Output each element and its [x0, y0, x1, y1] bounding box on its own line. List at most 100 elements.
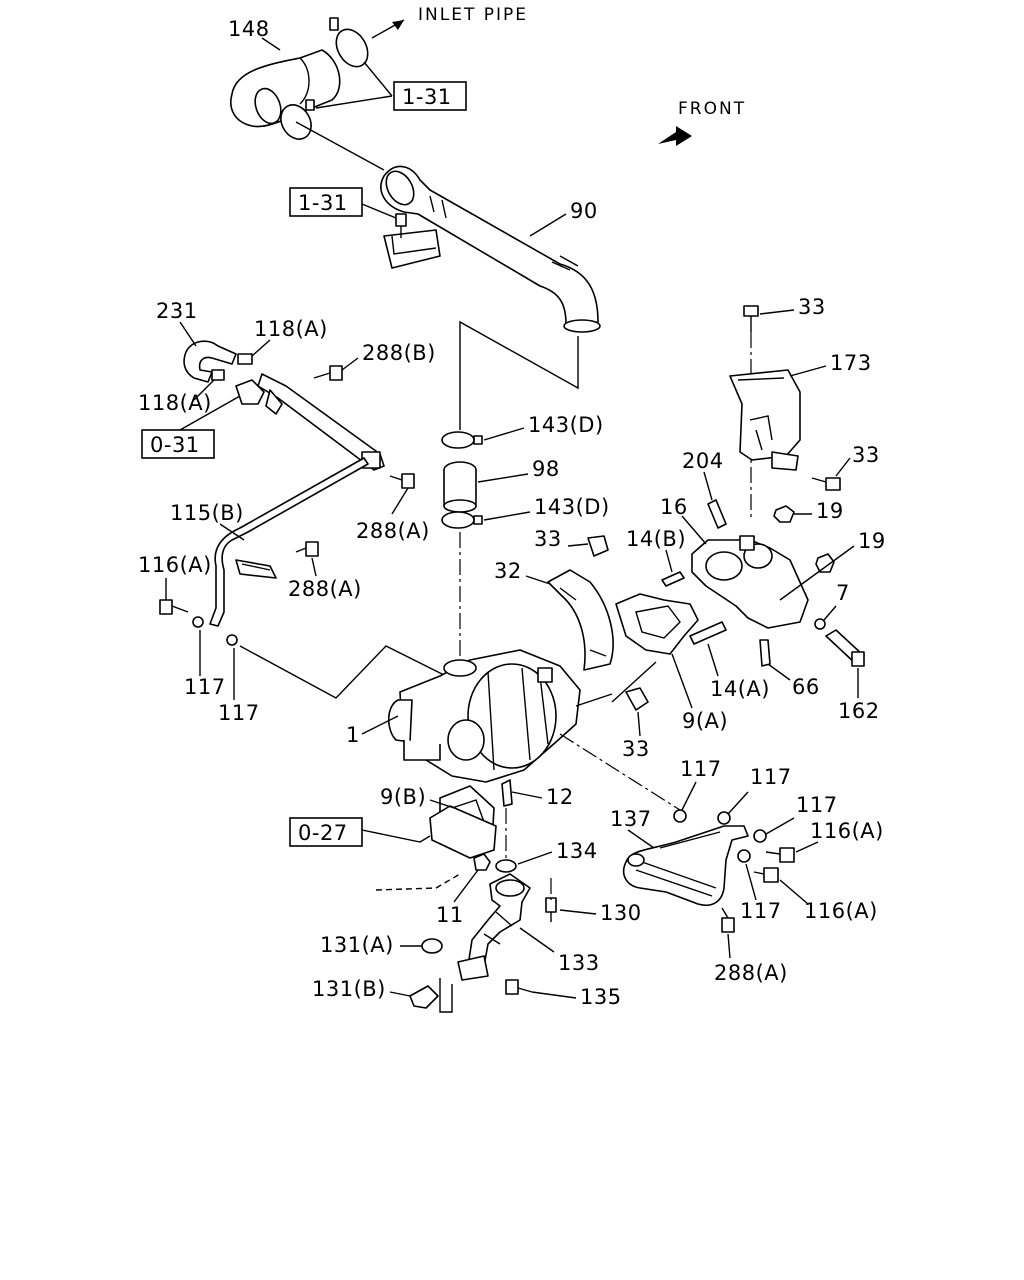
bolt-162: [825, 629, 865, 667]
heat-shield-173: [729, 369, 801, 471]
washer-117-r1: [673, 809, 687, 823]
leader-1: [361, 715, 399, 735]
leader-14a: [707, 643, 719, 677]
label-162: 162: [838, 699, 880, 723]
banjo-bolt-116a-r1: [765, 847, 795, 863]
oil-feed-pipe: [257, 373, 385, 471]
inlet-pipe-annotation: INLET PIPE: [418, 5, 528, 25]
leader-117-r4: [745, 863, 757, 901]
label-134: 134: [556, 839, 598, 863]
ref-box-1-31-mid: [289, 187, 363, 217]
leader-131b: [389, 991, 411, 997]
label-16: 16: [660, 495, 688, 519]
label-117-left1: 117: [184, 675, 226, 699]
leader-98: [477, 473, 529, 483]
stud-204: [707, 499, 727, 529]
front-annotation: FRONT: [678, 99, 746, 119]
washer-7: [814, 618, 826, 630]
label-288a-mid: 288(A): [288, 577, 362, 601]
label-32: 32: [494, 559, 522, 583]
label-288b: 288(B): [362, 341, 436, 365]
leader-33-right: [835, 457, 851, 477]
label-288a-bottom: 288(A): [714, 961, 788, 985]
exhaust-elbow-16: [691, 535, 809, 629]
ref-leader-0-27: [361, 829, 431, 843]
leader-288a-bottom: [727, 933, 731, 959]
drain-flange-leader: [439, 978, 453, 1013]
gasket-9a-link: [611, 661, 657, 703]
leader-115b: [219, 523, 245, 541]
bolt-135: [505, 979, 533, 995]
washer-117-left1: [192, 616, 204, 628]
leader-134: [517, 851, 553, 865]
drain-pipe-133: [457, 873, 531, 981]
turbo-flange-link: [575, 693, 613, 707]
ref-box-0-27: [289, 817, 363, 847]
leader-135: [531, 991, 577, 999]
ref-leader-0-31: [179, 395, 241, 431]
fitting-0-31: [235, 379, 265, 405]
leader-12: [511, 791, 543, 799]
leader-231: [179, 321, 197, 347]
leader-16: [681, 515, 707, 545]
gasket-131b: [409, 985, 439, 1009]
ref-0-31: 0-31: [150, 433, 200, 457]
leader-9a: [671, 653, 693, 709]
hose-231: [183, 340, 237, 383]
label-148: 148: [228, 17, 270, 41]
leader-130: [559, 909, 597, 915]
bolt-288a-upper: [389, 473, 415, 489]
banjo-bolt-116a-left: [159, 599, 189, 615]
label-231: 231: [156, 299, 198, 323]
label-11: 11: [436, 903, 464, 927]
label-204: 204: [682, 449, 724, 473]
banjo-bolt-116a-r2: [753, 867, 779, 883]
label-143d-lower: 143(D): [534, 495, 610, 519]
o-ring-131a: [421, 938, 443, 954]
sleeve-98: [443, 461, 477, 513]
label-116a-r2: 116(A): [804, 899, 878, 923]
label-9a: 9(A): [682, 709, 728, 733]
label-14b: 14(B): [626, 527, 686, 551]
oil-return-pipe-115b: [209, 457, 369, 627]
label-118a-upper: 118(A): [254, 317, 328, 341]
washer-134: [495, 859, 517, 873]
label-173: 173: [830, 351, 872, 375]
leader-66: [767, 663, 791, 681]
bolt-12: [501, 779, 513, 807]
label-33-right: 33: [852, 443, 880, 467]
ref-box-0-31: [141, 429, 215, 459]
ref-1-31-mid: 1-31: [298, 191, 348, 215]
leader-33-top: [759, 309, 795, 315]
label-19-lower: 19: [858, 529, 886, 553]
bolt-288a-bottom: [721, 907, 735, 933]
leader-11: [453, 869, 479, 903]
pipe-90: [380, 165, 601, 333]
label-33-bottom: 33: [622, 737, 650, 761]
label-288a-upper: 288(A): [356, 519, 430, 543]
leader-117-r3: [765, 817, 795, 835]
pipe-assembly-line: [459, 320, 579, 430]
ref-leader-1-31-mid: [361, 203, 397, 219]
label-117-r2: 117: [750, 765, 792, 789]
label-19-upper: 19: [816, 499, 844, 523]
leader-118a-upper: [251, 339, 271, 357]
leader-32: [525, 575, 551, 585]
label-9b: 9(B): [380, 785, 426, 809]
washer-117-r2: [717, 811, 731, 825]
leader-288a-mid: [311, 557, 317, 577]
washer-117-r3: [753, 829, 767, 843]
bolt-mid: [395, 213, 407, 238]
ref-0-27: 0-27: [298, 821, 348, 845]
heat-shield-32: [547, 569, 614, 671]
label-131b: 131(B): [312, 977, 386, 1001]
bolt-288b: [313, 365, 343, 381]
leader-33-mid: [567, 543, 589, 547]
label-117-r1: 117: [680, 757, 722, 781]
leader-19-lower: [779, 545, 855, 601]
label-14a: 14(A): [710, 677, 770, 701]
flange-dashed-line: [375, 873, 461, 891]
washer-117-r4: [737, 849, 751, 863]
front-arrow-icon: [658, 126, 692, 146]
